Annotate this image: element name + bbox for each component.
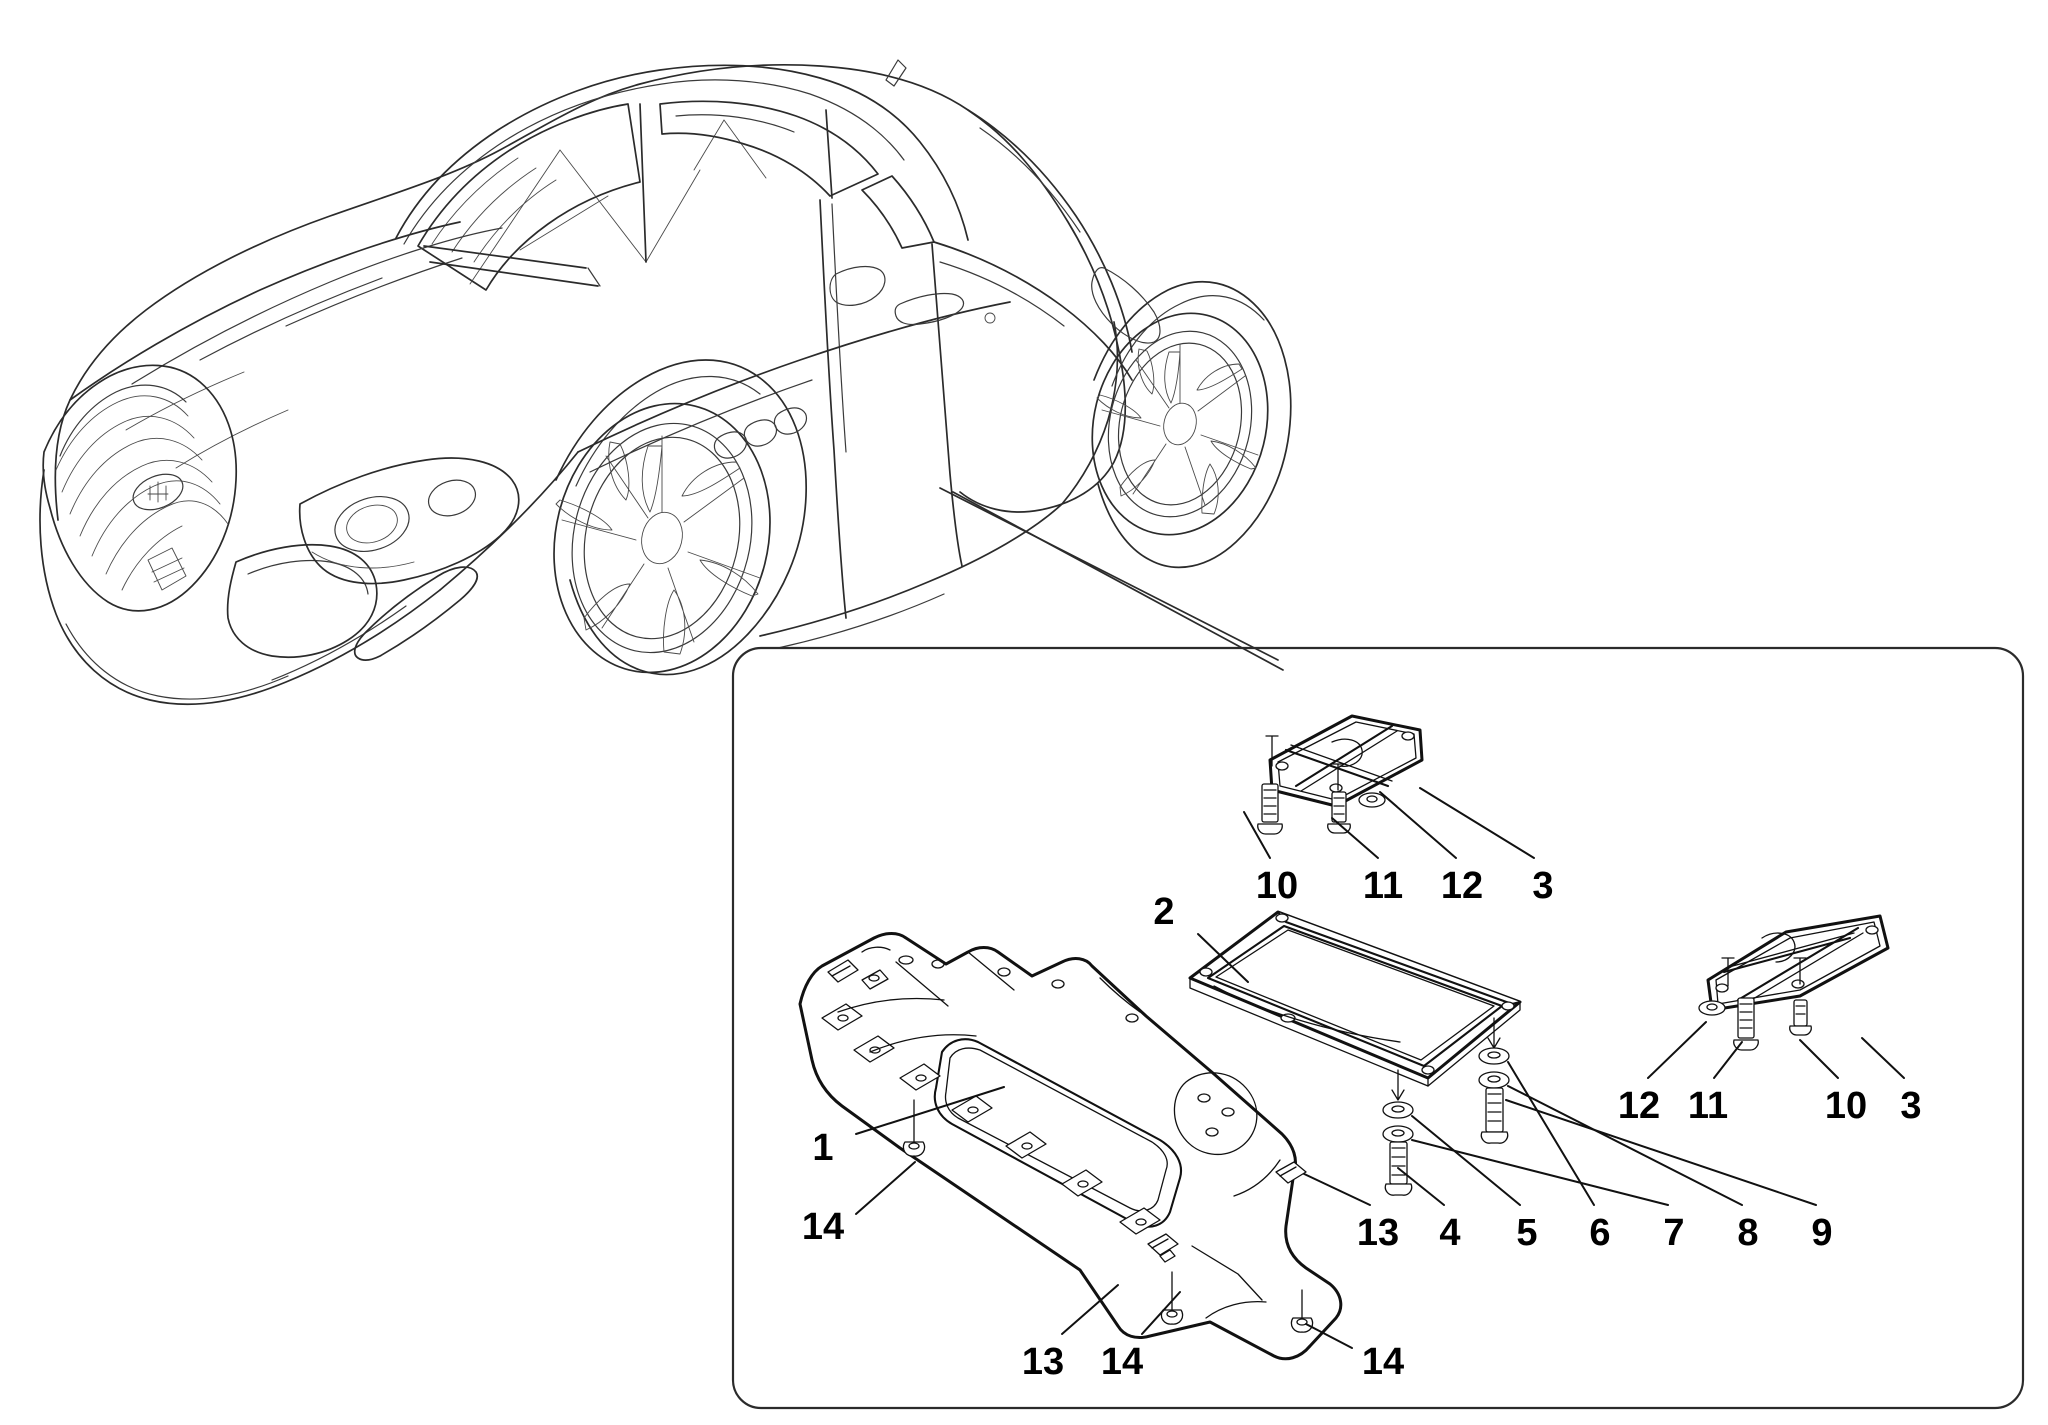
callout-1: 1 <box>812 1127 833 1169</box>
shield-clip-left <box>861 969 889 990</box>
callout-13-row: 13 <box>1357 1212 1399 1254</box>
fasteners-row-leaders <box>1299 1061 1817 1206</box>
callout-3-top: 3 <box>1532 865 1553 907</box>
callout-14-bottom: 14 <box>1101 1341 1143 1383</box>
car-to-panel-leader <box>939 487 1284 671</box>
callout-2: 2 <box>1153 891 1174 933</box>
clip-13-shield <box>1147 1233 1179 1263</box>
right-bracket-leaders <box>1647 1021 1905 1079</box>
front-wheel <box>553 402 771 674</box>
fastener-stack-left <box>1382 1101 1414 1196</box>
push-pin-14-bottom-right <box>1290 1289 1314 1333</box>
callout-4: 4 <box>1439 1212 1460 1254</box>
callout-3-right: 3 <box>1900 1085 1921 1127</box>
callout-10-top: 10 <box>1256 865 1298 907</box>
push-pin-14-bottom <box>1160 1271 1184 1325</box>
fastener-stack-right <box>1478 1047 1510 1144</box>
shield-mounting-tabs <box>821 1003 1161 1235</box>
callout-14-left: 14 <box>802 1206 844 1248</box>
push-pin-14-left <box>902 1099 926 1157</box>
callout-12-top: 12 <box>1441 865 1483 907</box>
callout-8: 8 <box>1737 1212 1758 1254</box>
headlight <box>298 457 520 585</box>
callout-11-top: 11 <box>1363 865 1403 907</box>
callout-12-right: 12 <box>1618 1085 1660 1127</box>
shield-boss <box>1173 1072 1258 1156</box>
callout-7: 7 <box>1663 1212 1684 1254</box>
washer-12-top <box>1358 792 1386 808</box>
callout-11-right: 11 <box>1688 1085 1728 1127</box>
callout-9: 9 <box>1811 1212 1832 1254</box>
screw-11-right <box>1733 997 1759 1051</box>
screw-11-top <box>1257 783 1283 835</box>
callout-10-right: 10 <box>1825 1085 1867 1127</box>
top-bracket-leaders <box>1243 787 1535 859</box>
vehicle-illustration <box>39 59 1292 706</box>
callout-5: 5 <box>1516 1212 1537 1254</box>
rivet-10-top <box>1327 791 1351 834</box>
washer-12-right <box>1698 1000 1726 1016</box>
maserati-trident-emblem <box>132 473 184 511</box>
shield-leaders <box>855 933 1353 1349</box>
callout-13-bottom: 13 <box>1022 1341 1064 1383</box>
top-bracket-assembly <box>1257 714 1424 835</box>
front-grille <box>42 364 238 612</box>
clip-13-boss <box>1275 1161 1307 1184</box>
front-underbody-shield <box>798 932 1343 1361</box>
fender-vent <box>713 407 808 459</box>
flat-closing-panel <box>1188 910 1522 1101</box>
callout-14-bottom-right: 14 <box>1362 1341 1404 1383</box>
right-bracket-assembly <box>1698 914 1890 1051</box>
callout-6: 6 <box>1589 1212 1610 1254</box>
shield-clip-upper-left <box>827 959 859 983</box>
rivet-10-right <box>1789 999 1812 1036</box>
callout-labels: 1 2 3 12 11 10 12 11 10 3 13 4 5 6 7 8 9… <box>802 865 1922 1383</box>
exploded-detail-panel <box>731 646 2025 1410</box>
rear-wheel <box>1091 312 1269 536</box>
